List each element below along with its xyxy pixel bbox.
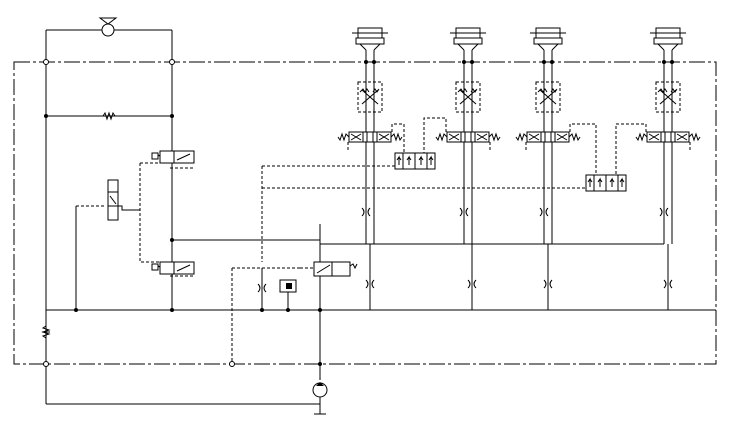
control-frame: [13, 61, 717, 365]
relief-valve: [229, 267, 300, 367]
actuator-3: [515, 27, 597, 310]
top-motor: [98, 17, 118, 37]
main-pump: [312, 276, 328, 415]
shuttle-block-left: [394, 152, 436, 170]
main-pressure-line: [46, 239, 716, 311]
actuator-2: [423, 27, 501, 310]
upper-control-valve: [151, 150, 195, 164]
left-supply-loop: [43, 29, 320, 405]
lower-control-valve: [151, 261, 195, 275]
side-valve: [107, 179, 140, 221]
actuator-1: [337, 27, 405, 310]
pilot-network: [261, 165, 586, 262]
shuttle-block-right: [585, 174, 627, 192]
left-pilot-lines: [75, 162, 194, 310]
actuator-4: [615, 27, 701, 310]
left-spring-element: [41, 325, 51, 339]
junction-dots: [74, 238, 322, 312]
central-regulator: [300, 261, 358, 277]
restrictor-element: [102, 111, 116, 121]
